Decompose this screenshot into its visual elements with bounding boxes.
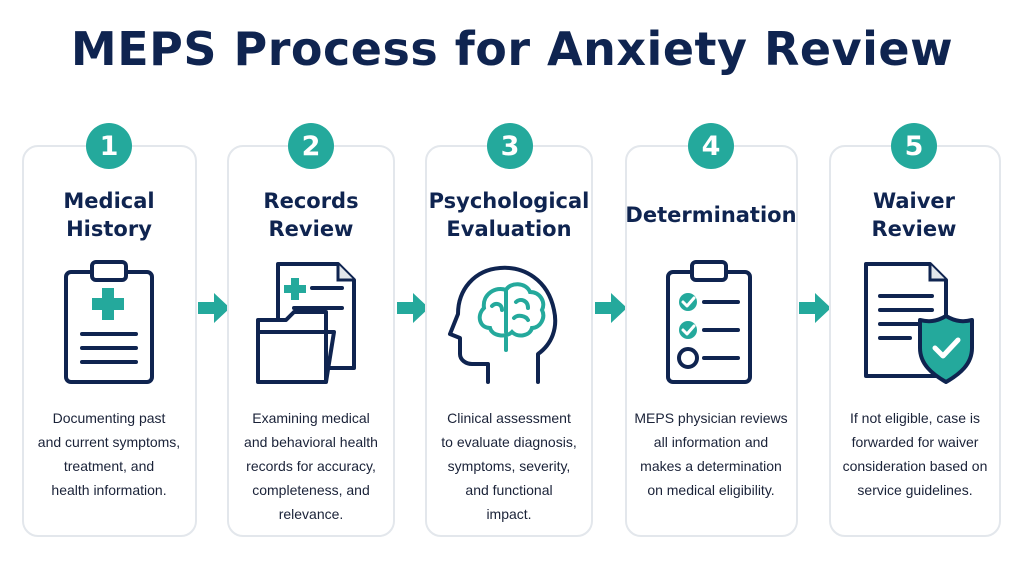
- head-brain-icon: [448, 265, 558, 384]
- step-title: Determination: [625, 203, 797, 227]
- step-number-badge: 2: [288, 123, 334, 169]
- step-description: MEPS physician reviews all information a…: [634, 410, 788, 498]
- step-title: Records Review: [263, 189, 359, 241]
- page-title: MEPS Process for Anxiety Review: [70, 22, 954, 76]
- arrow-right-icon: [397, 293, 429, 323]
- step-number-badge: 5: [891, 123, 937, 169]
- arrow-right-icon: [595, 293, 627, 323]
- folder-documents-icon: [256, 262, 356, 384]
- clipboard-checklist-icon: [666, 260, 752, 384]
- step-title: Waiver Review: [871, 189, 957, 241]
- step-number-badge: 1: [86, 123, 132, 169]
- step-title: Psychological Evaluation: [428, 189, 590, 241]
- step-title: Medical History: [63, 189, 155, 241]
- document-shield-icon: [864, 262, 974, 384]
- step-description: Documenting past and current symptoms, t…: [37, 410, 181, 498]
- clipboard-medical-icon: [64, 260, 154, 384]
- step-description: Clinical assessment to evaluate diagnosi…: [441, 410, 577, 522]
- arrow-right-icon: [198, 293, 230, 323]
- step-description: If not eligible, case is forwarded for w…: [842, 410, 988, 498]
- step-number-badge: 4: [688, 123, 734, 169]
- step-card-psychological-evaluation: [425, 145, 593, 537]
- step-description: Examining medical and behavioral health …: [244, 410, 378, 522]
- step-number-badge: 3: [487, 123, 533, 169]
- arrow-right-icon: [799, 293, 831, 323]
